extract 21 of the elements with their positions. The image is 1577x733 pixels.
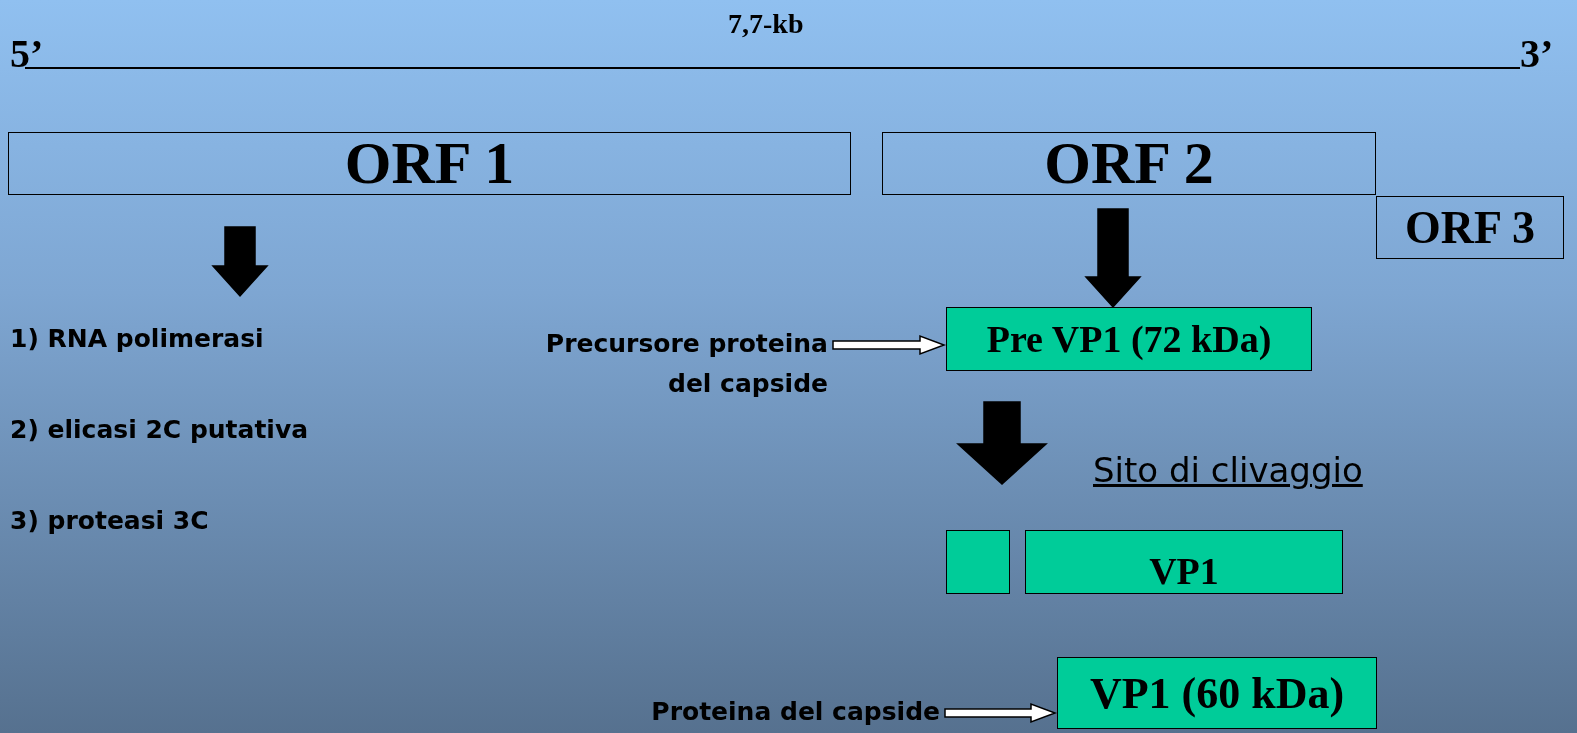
annotation-text: Precursore proteina del capside	[544, 328, 828, 400]
site-label: Sito di clivaggio	[1093, 450, 1363, 490]
block-arrow	[956, 401, 1048, 485]
protein-box: VP1 (60 kDa)	[1057, 657, 1377, 729]
block-arrow	[1084, 208, 1142, 309]
orf-box: ORF 3	[1376, 196, 1564, 259]
orf-box: ORF 2	[882, 132, 1376, 195]
protein-box: VP1	[1025, 530, 1343, 594]
list-item: 3) proteasi 3C	[10, 506, 209, 535]
list-item: 1) RNA polimerasi	[10, 324, 264, 353]
outline-arrow	[832, 334, 947, 356]
block-arrow	[211, 226, 269, 298]
protein-box: Pre VP1 (72 kDa)	[946, 307, 1312, 371]
length-label: 7,7-kb	[728, 8, 804, 40]
annotation-text: Proteina del capside	[651, 696, 940, 728]
outline-arrow	[944, 702, 1058, 724]
fragment-box	[946, 530, 1010, 594]
orf-box: ORF 1	[8, 132, 851, 195]
end-label: 5’	[10, 30, 44, 77]
list-item: 2) elicasi 2C putativa	[10, 415, 309, 444]
end-label: 3’	[1520, 30, 1554, 77]
